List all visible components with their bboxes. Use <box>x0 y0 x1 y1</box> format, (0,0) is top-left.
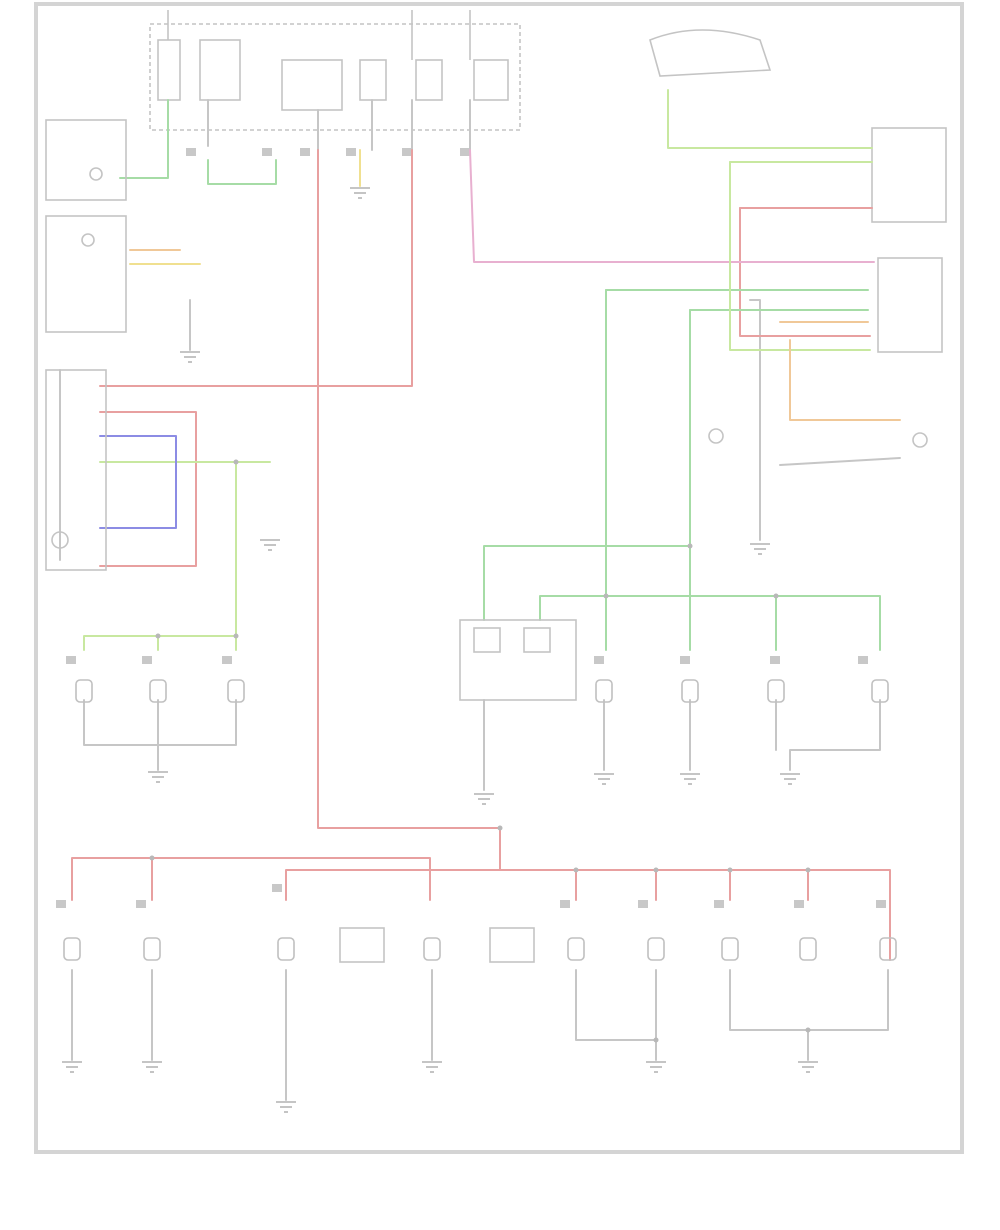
diagram-frame <box>34 2 964 1154</box>
lamp-connectors <box>56 656 886 908</box>
lamps-row-bottom <box>63 927 897 963</box>
top-right-component <box>649 29 947 353</box>
wires <box>59 89 901 1101</box>
junction-nodes <box>149 459 811 1043</box>
left-components <box>45 119 127 571</box>
right-switches <box>459 428 928 701</box>
ground-symbols <box>62 187 818 1113</box>
fuse-relay-block <box>149 10 521 131</box>
lamps-row-middle <box>75 679 889 703</box>
top-connectors <box>186 148 470 156</box>
